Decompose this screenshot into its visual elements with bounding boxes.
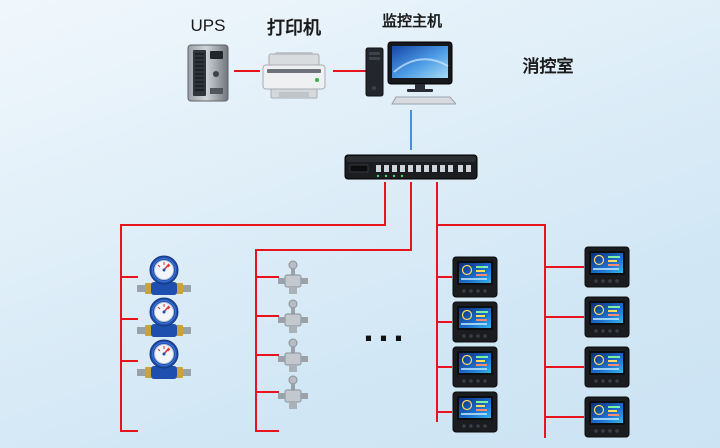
- water-meter-icon: [137, 297, 191, 341]
- power-meter-icon: [584, 296, 630, 338]
- stub-line: [544, 266, 584, 268]
- stub-line: [255, 315, 279, 317]
- stub-line: [255, 276, 279, 278]
- host-switch-link-line: [410, 110, 412, 150]
- control-room-label: 消控室: [522, 57, 574, 76]
- ellipsis: ...: [363, 308, 409, 349]
- stub-line: [255, 354, 279, 356]
- branch-line-valves: [255, 249, 257, 432]
- stub-line: [120, 276, 138, 278]
- monitoring-computer-icon: [364, 40, 456, 106]
- power-meter-icon: [584, 396, 630, 438]
- water-meter-icon: [137, 339, 191, 383]
- power-meter-icon: [452, 391, 498, 433]
- printer-label: 打印机: [267, 18, 321, 38]
- bus-line-left: [120, 224, 386, 226]
- connector-line: [333, 70, 366, 72]
- valve-icon: [278, 299, 308, 335]
- power-meter-icon: [584, 246, 630, 288]
- connector-line: [410, 182, 412, 251]
- stub-line: [120, 318, 138, 320]
- connector-line: [234, 70, 260, 72]
- data-switch-icon: [344, 152, 478, 182]
- valve-icon: [278, 375, 308, 411]
- branch-line-meters-right: [544, 224, 546, 438]
- laser-printer-icon: [258, 52, 330, 102]
- bus-line-right: [436, 224, 546, 226]
- connector-line: [384, 182, 386, 226]
- stub-line: [544, 316, 584, 318]
- monitor-host-label: 监控主机: [381, 13, 442, 30]
- ups-tower-icon: [183, 44, 233, 102]
- valve-icon: [278, 338, 308, 374]
- power-meter-icon: [452, 346, 498, 388]
- stub-line: [255, 391, 279, 393]
- stub-line: [255, 430, 279, 432]
- stub-line: [544, 366, 584, 368]
- stub-line: [120, 430, 138, 432]
- bus-line-middle: [255, 249, 412, 251]
- power-meter-icon: [452, 301, 498, 343]
- stub-line: [120, 360, 138, 362]
- water-meter-icon: [137, 255, 191, 299]
- ups-label: UPS: [190, 16, 226, 35]
- power-meter-icon: [452, 256, 498, 298]
- connector-line: [436, 182, 438, 422]
- valve-icon: [278, 260, 308, 296]
- stub-line: [436, 411, 452, 413]
- stub-line: [436, 276, 452, 278]
- stub-line: [436, 321, 452, 323]
- power-meter-icon: [584, 346, 630, 388]
- branch-line-water-meters: [120, 224, 122, 432]
- stub-line: [436, 366, 452, 368]
- stub-line: [544, 416, 584, 418]
